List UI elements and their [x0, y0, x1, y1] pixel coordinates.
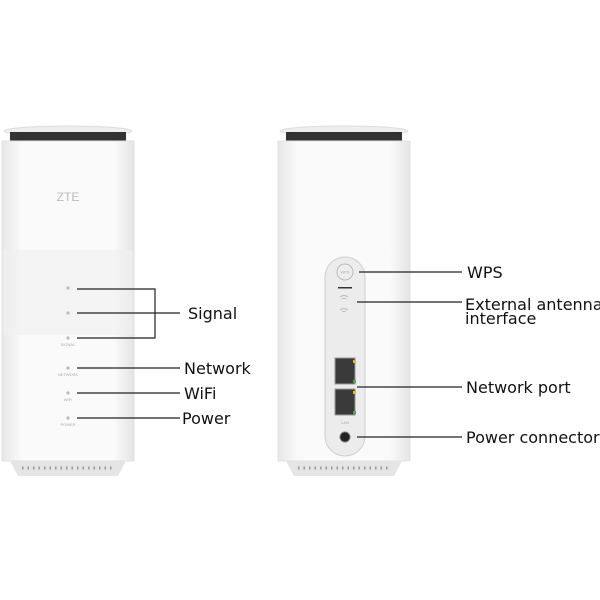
antenna-port-icons [339, 295, 349, 313]
network-led-label: NETWORK [58, 372, 79, 377]
rear-port-panel [324, 256, 366, 457]
base-vent [10, 461, 126, 476]
signal-led-3 [66, 336, 70, 340]
signal-leader-line [77, 288, 180, 339]
wifi-led [66, 391, 70, 395]
back-callouts: WPS External antenna interface Network p… [357, 263, 600, 447]
base-vent [286, 461, 402, 476]
antenna-callout-line1: External antenna [465, 295, 600, 314]
lan-port-2 [334, 388, 356, 416]
network-led [66, 366, 70, 370]
antenna-callout-line2: interface [465, 309, 536, 328]
signal-led-2 [66, 311, 70, 315]
network-callout: Network [184, 359, 252, 378]
lan-ports [334, 357, 356, 416]
zte-logo: ZTE [57, 190, 80, 204]
signal-callout: Signal [188, 304, 237, 323]
power-led [66, 416, 70, 420]
power-connector-callout: Power connector [466, 428, 600, 447]
wifi-led-label: WIFI [64, 397, 72, 402]
router-front-view: ZTE SIGNAL NETWORK WIFI POWER [1, 125, 135, 476]
top-vent [286, 132, 402, 141]
router-back-view: WPS LAN [277, 125, 411, 476]
top-vent [10, 132, 126, 141]
network-port-callout: Network port [466, 378, 571, 397]
signal-led-label: SIGNAL [61, 342, 76, 347]
wps-button [336, 263, 354, 281]
wifi-callout: WiFi [184, 384, 216, 403]
signal-led-1 [66, 286, 70, 290]
power-led-label: POWER [60, 422, 75, 427]
power-callout: Power [182, 409, 231, 428]
lan-label: LAN [341, 420, 349, 425]
power-connector [339, 431, 351, 443]
lan-port-1 [334, 357, 356, 385]
led-indicators [66, 286, 70, 420]
wps-button-label: WPS [340, 270, 349, 275]
front-callouts: Signal Network WiFi Power [77, 288, 252, 428]
wps-callout: WPS [467, 263, 503, 282]
